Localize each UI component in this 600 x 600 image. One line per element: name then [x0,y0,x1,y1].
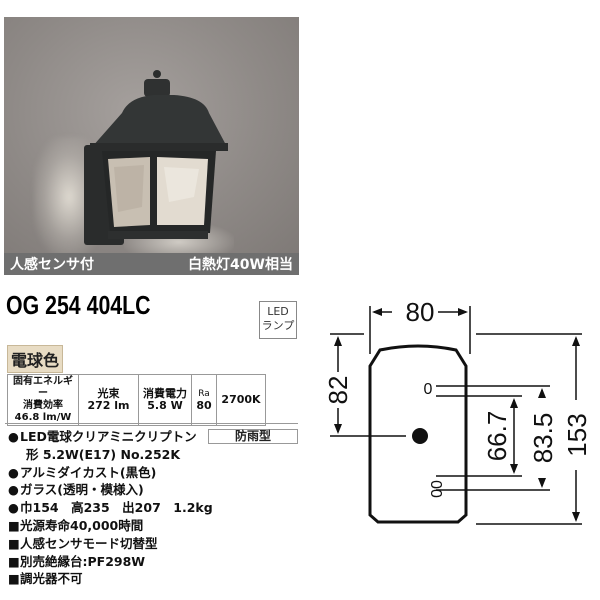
list-item: ●アルミダイカスト(黒色) [8,464,213,482]
ra-value: 80 [196,399,212,412]
top-hole-mark: 0 [424,381,433,398]
bullet-circle-icon: ● [8,429,19,444]
sensor-label: 人感センサ付 [10,257,94,273]
list-item: ■人感センサモード切替型 [8,535,213,553]
list-item: ■別売絶縁台:PF298W [8,553,213,571]
list-item: ●巾154 高235 出207 1.2kg [8,499,213,517]
bullet-circle-icon: ● [8,482,19,498]
feature-list: ●LED電球クリアミニクリプトン 形 5.2W(E17) No.252K ●アル… [8,428,213,588]
feature-text: 別売絶縁台:PF298W [20,553,146,569]
dimension-diagram: 80 0 00 82 66.7 83.5 153 [323,297,592,525]
height-dimension: 153 [562,413,592,456]
power-label: 消費電力 [143,387,187,400]
bullet-square-icon: ■ [8,535,20,551]
hole-spacing-dimension: 66.7 [482,411,512,462]
list-item: 形 5.2W(E17) No.252K [8,446,213,464]
power-cell: 消費電力 5.8 W [138,374,192,426]
spec-row: 固有エネルギー 消費効率 46.8 lm/W 光束 272 lm 消費電力 5.… [7,374,266,426]
light-color-badge: 電球色 [7,345,64,373]
feature-text: 調光器不可 [20,571,83,587]
lumen-label: 光束 [97,387,120,400]
led-badge-line1: LED [267,305,289,318]
power-value: 5.8 W [147,399,183,412]
efficiency-sublabel: 消費効率 [23,400,63,411]
led-badge-line2: ランプ [261,319,295,332]
efficiency-cell: 固有エネルギー 消費効率 46.8 lm/W [7,374,79,426]
feature-text: LED電球クリアミニクリプトン [20,429,197,444]
bullet-circle-icon: ● [8,500,19,516]
model-number: OG 254 404LC [6,290,151,320]
spec-table: 固有エネルギー 消費効率 46.8 lm/W 光束 272 lm 消費電力 5.… [7,374,266,426]
list-item: ●LED電球クリアミニクリプトン [8,428,213,446]
outer-hole-dimension: 83.5 [528,413,558,464]
color-temp-cell: 2700K [216,374,266,426]
list-item: ■調光器不可 [8,570,213,588]
lumen-cell: 光束 272 lm [78,374,139,426]
feature-text: 光源寿命40,000時間 [20,517,144,533]
bullet-square-icon: ■ [8,571,20,587]
divider [5,423,298,424]
efficiency-value: 46.8 lm/W [14,412,72,423]
bottom-hole-mark: 00 [429,480,446,498]
rainproof-badge: 防雨型 [208,429,298,444]
equivalent-wattage-label: 白熱灯40W相当 [188,257,293,273]
lumen-value: 272 lm [87,399,130,412]
caption-bar: 人感センサ付 白熱灯40W相当 [4,253,299,275]
top-to-hole-dimension: 82 [323,376,353,405]
ra-cell: Ra 80 [191,374,217,426]
feature-text: 巾154 高235 出207 1.2kg [20,500,213,516]
efficiency-label: 固有エネルギー [13,376,73,399]
list-item: ●ガラス(透明・模様入) [8,481,213,499]
feature-text: 形 5.2W(E17) No.252K [26,446,181,462]
list-item: ■光源寿命40,000時間 [8,517,213,535]
width-dimension: 80 [406,297,435,327]
led-lamp-badge: LED ランプ [259,301,297,339]
bullet-square-icon: ■ [8,517,20,533]
product-photo [4,17,299,253]
feature-text: アルミダイカスト(黒色) [20,464,157,480]
bullet-circle-icon: ● [8,464,19,480]
ra-label: Ra [198,389,210,399]
bullet-square-icon: ■ [8,553,20,569]
feature-text: 人感センサモード切替型 [20,535,158,551]
wall-lantern-icon [84,70,228,245]
feature-text: ガラス(透明・模様入) [20,482,144,498]
